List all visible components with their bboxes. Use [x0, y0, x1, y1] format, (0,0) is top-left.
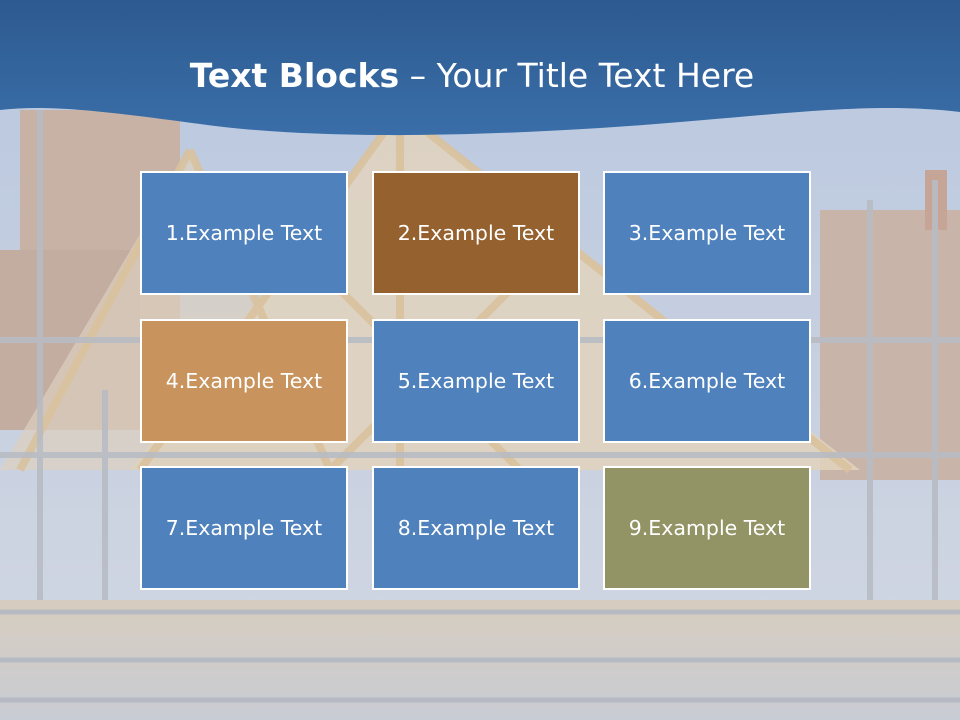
text-block-label: 1.Example Text	[165, 221, 323, 245]
text-block-1[interactable]: 1.Example Text	[140, 171, 348, 295]
text-block-label: 9.Example Text	[628, 516, 786, 540]
title-banner	[0, 0, 960, 136]
text-block-8[interactable]: 8.Example Text	[372, 466, 580, 590]
text-block-label: 6.Example Text	[628, 369, 786, 393]
text-block-4[interactable]: 4.Example Text	[140, 319, 348, 443]
title-bold-text: Text Blocks	[189, 56, 400, 95]
text-block-label: 5.Example Text	[397, 369, 555, 393]
text-block-7[interactable]: 7.Example Text	[140, 466, 348, 590]
text-block-2[interactable]: 2.Example Text	[372, 171, 580, 295]
text-block-5[interactable]: 5.Example Text	[372, 319, 580, 443]
text-block-label: 4.Example Text	[165, 369, 323, 393]
text-block-label: 2.Example Text	[397, 221, 555, 245]
slide-title: Text Blocks – Your Title Text Here	[0, 54, 944, 98]
text-block-label: 7.Example Text	[165, 516, 323, 540]
text-block-9[interactable]: 9.Example Text	[603, 466, 811, 590]
text-block-6[interactable]: 6.Example Text	[603, 319, 811, 443]
title-rest-text: Your Title Text Here	[436, 56, 755, 95]
text-block-3[interactable]: 3.Example Text	[603, 171, 811, 295]
text-block-label: 3.Example Text	[628, 221, 786, 245]
text-block-label: 8.Example Text	[397, 516, 555, 540]
title-dash: –	[399, 56, 437, 95]
